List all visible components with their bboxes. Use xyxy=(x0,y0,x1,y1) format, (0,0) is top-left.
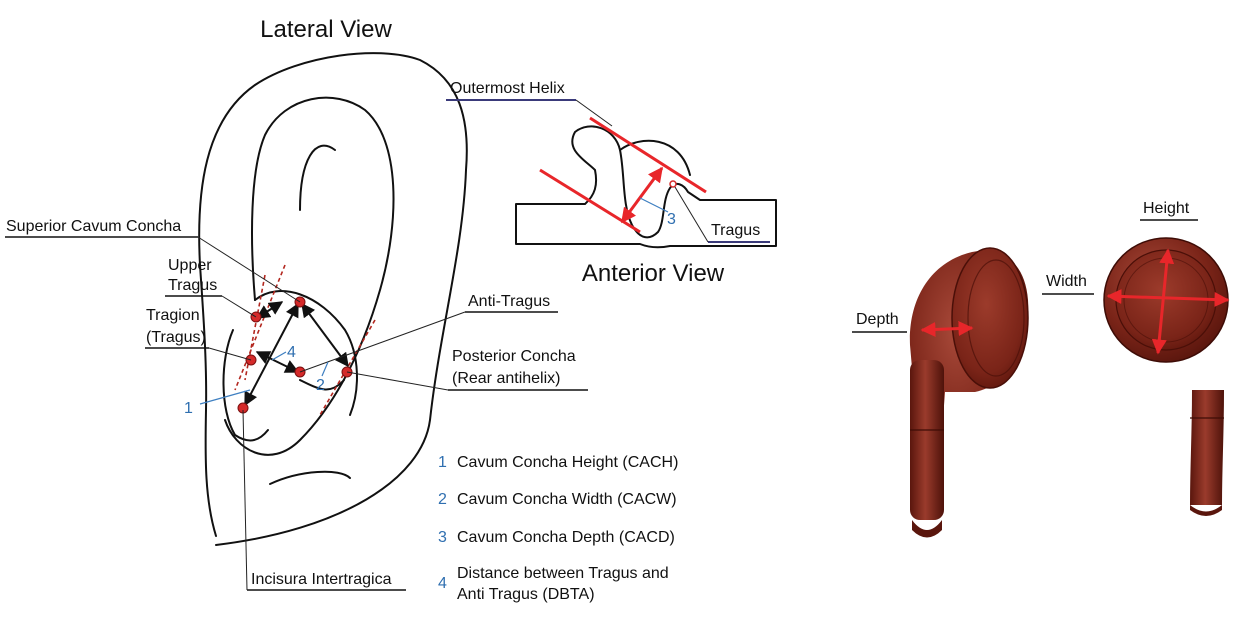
dbta-arrow xyxy=(255,351,300,373)
measure-number-1: 1 xyxy=(184,389,251,417)
label-width: Width xyxy=(1042,273,1094,295)
measure-number-4: 4 xyxy=(271,344,296,361)
svg-text:Anti-Tragus: Anti-Tragus xyxy=(468,293,550,310)
rear-antihelix-reference-line xyxy=(319,319,376,416)
label-depth: Depth xyxy=(852,311,907,333)
svg-text:Tragus: Tragus xyxy=(168,277,217,294)
label-tragus-anterior: Tragus xyxy=(674,186,770,243)
svg-text:Outermost Helix: Outermost Helix xyxy=(450,80,565,97)
svg-text:3: 3 xyxy=(667,211,676,228)
svg-text:2: 2 xyxy=(438,491,447,508)
anterior-view-title: Anterior View xyxy=(582,260,725,287)
svg-text:Tragion: Tragion xyxy=(146,307,200,324)
label-upper-tragus: Upper Tragus xyxy=(165,257,257,318)
measure-number-3: 3 xyxy=(639,197,676,228)
measure-number-2: 2 xyxy=(316,361,329,394)
svg-text:Tragus: Tragus xyxy=(711,222,760,239)
svg-text:(Rear antihelix): (Rear antihelix) xyxy=(452,370,560,387)
svg-text:Superior Cavum Concha: Superior Cavum Concha xyxy=(6,218,181,235)
svg-text:Height: Height xyxy=(1143,200,1190,217)
height-red-arrow xyxy=(1151,248,1175,355)
svg-text:Distance between Tragus and: Distance between Tragus and xyxy=(457,565,669,582)
svg-text:4: 4 xyxy=(438,575,447,592)
legend-item-1: 1 Cavum Concha Height (CACH) xyxy=(438,454,678,471)
svg-text:2: 2 xyxy=(316,377,325,394)
cacw-arrow xyxy=(301,302,349,368)
svg-text:(Tragus): (Tragus) xyxy=(146,329,206,346)
legend: 1 Cavum Concha Height (CACH) 2 Cavum Con… xyxy=(438,454,678,603)
label-posterior-concha: Posterior Concha (Rear antihelix) xyxy=(346,348,588,391)
svg-text:Incisura Intertragica: Incisura Intertragica xyxy=(251,571,392,588)
tragus-point-anterior xyxy=(669,180,677,188)
svg-text:Cavum Concha Height (CACH): Cavum Concha Height (CACH) xyxy=(457,454,678,471)
svg-text:Anti Tragus (DBTA): Anti Tragus (DBTA) xyxy=(457,586,595,603)
cacd-red-arrow xyxy=(620,166,664,224)
legend-item-3: 3 Cavum Concha Depth (CACD) xyxy=(438,529,675,546)
svg-text:1: 1 xyxy=(438,454,447,471)
depth-red-arrow xyxy=(920,321,974,337)
label-outermost-helix: Outermost Helix xyxy=(446,80,613,127)
svg-text:Cavum Concha Width (CACW): Cavum Concha Width (CACW) xyxy=(457,491,677,508)
svg-text:Depth: Depth xyxy=(856,311,899,328)
legend-item-2: 2 Cavum Concha Width (CACW) xyxy=(438,491,677,508)
label-incisura-intertragica: Incisura Intertragica xyxy=(242,409,406,591)
tragus-reference-line xyxy=(234,264,286,391)
svg-text:3: 3 xyxy=(438,529,447,546)
label-tragion: Tragion (Tragus) xyxy=(145,307,252,361)
svg-text:Upper: Upper xyxy=(168,257,212,274)
svg-text:Posterior Concha: Posterior Concha xyxy=(452,348,576,365)
svg-text:Width: Width xyxy=(1046,273,1087,290)
legend-item-4: 4 Distance between Tragus and Anti Tragu… xyxy=(438,565,669,603)
label-superior-cavum-concha: Superior Cavum Concha xyxy=(5,218,301,303)
upper-tragus-reference-line xyxy=(244,274,266,381)
svg-text:4: 4 xyxy=(287,344,296,361)
label-height: Height xyxy=(1140,200,1198,221)
svg-text:1: 1 xyxy=(184,400,193,417)
lateral-view-title: Lateral View xyxy=(260,16,392,43)
ear-outline-icon xyxy=(198,52,468,546)
earbud-side-render-icon xyxy=(909,247,1029,538)
svg-text:Cavum Concha Depth (CACD): Cavum Concha Depth (CACD) xyxy=(457,529,675,546)
outermost-helix-red-line xyxy=(589,116,707,194)
